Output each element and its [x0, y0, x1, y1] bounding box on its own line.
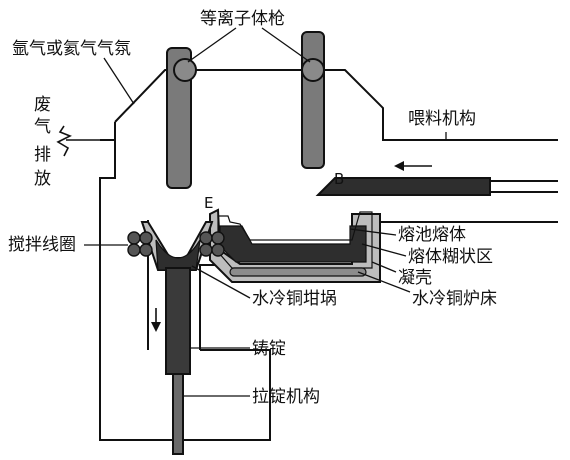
crucible-melt: [155, 239, 201, 271]
label-mark-e: E: [204, 194, 213, 212]
leader-melt-pool: [349, 228, 397, 236]
chamber-left-wall: [99, 122, 271, 441]
leader-atmosphere: [103, 57, 135, 105]
leader-mushy-zone: [361, 243, 407, 257]
label-plasma-gun: 等离子体枪: [200, 9, 285, 29]
plasma-gun-left: [166, 47, 192, 189]
stir-coil-r2: [211, 231, 225, 245]
leader-skull: [371, 261, 397, 273]
label-cu-crucible: 水冷铜坩埚: [252, 289, 337, 309]
cu-hearth-cooling-channel: [229, 267, 367, 277]
label-exhaust-4: 放: [34, 169, 51, 189]
stir-coil-l1: [127, 231, 141, 245]
ingot: [165, 267, 191, 375]
label-stir-coil: 搅拌线圈: [8, 235, 76, 255]
plasma-gun-right: [301, 31, 325, 169]
label-ar-he-atmosphere: 氩气或氦气气氛: [12, 39, 131, 59]
leader-plasma-gun-left: [187, 27, 237, 63]
label-withdrawal: 拉锭机构: [252, 387, 320, 407]
feeder-bar: [315, 177, 491, 196]
label-mark-b: B: [334, 170, 344, 188]
leader-cu-crucible: [191, 265, 251, 299]
stir-coil-l3: [127, 243, 141, 257]
leader-cu-hearth: [357, 271, 411, 293]
stir-coil-r4: [211, 243, 225, 257]
label-exhaust-3: 排: [34, 145, 51, 165]
exhaust-zigzag: [56, 125, 72, 157]
label-feeder: 喂料机构: [408, 109, 476, 129]
label-ingot: 铸锭: [252, 339, 286, 359]
label-cu-hearth: 水冷铜炉床: [412, 289, 497, 309]
label-skull: 凝壳: [398, 268, 432, 288]
label-melt-pool: 熔池熔体: [398, 225, 466, 245]
melt-pool: [219, 225, 367, 263]
stir-coil-l4: [139, 243, 153, 257]
label-mushy-zone: 熔体糊状区: [408, 247, 493, 267]
feed-arrow-head: [394, 161, 404, 171]
withdrawal-rod: [172, 373, 184, 455]
stir-coil-r3: [199, 243, 213, 257]
stir-coil-l2: [139, 231, 153, 245]
plasma-gun-right-seal: [301, 58, 325, 82]
stir-coil-r1: [199, 231, 213, 245]
label-exhaust-2: 气: [34, 117, 51, 137]
label-exhaust-1: 废: [34, 95, 51, 115]
mushy-zone: [217, 211, 373, 269]
leader-plasma-gun-right: [261, 27, 311, 63]
withdraw-arrow-head: [151, 322, 161, 332]
plasma-gun-left-seal: [173, 58, 197, 82]
